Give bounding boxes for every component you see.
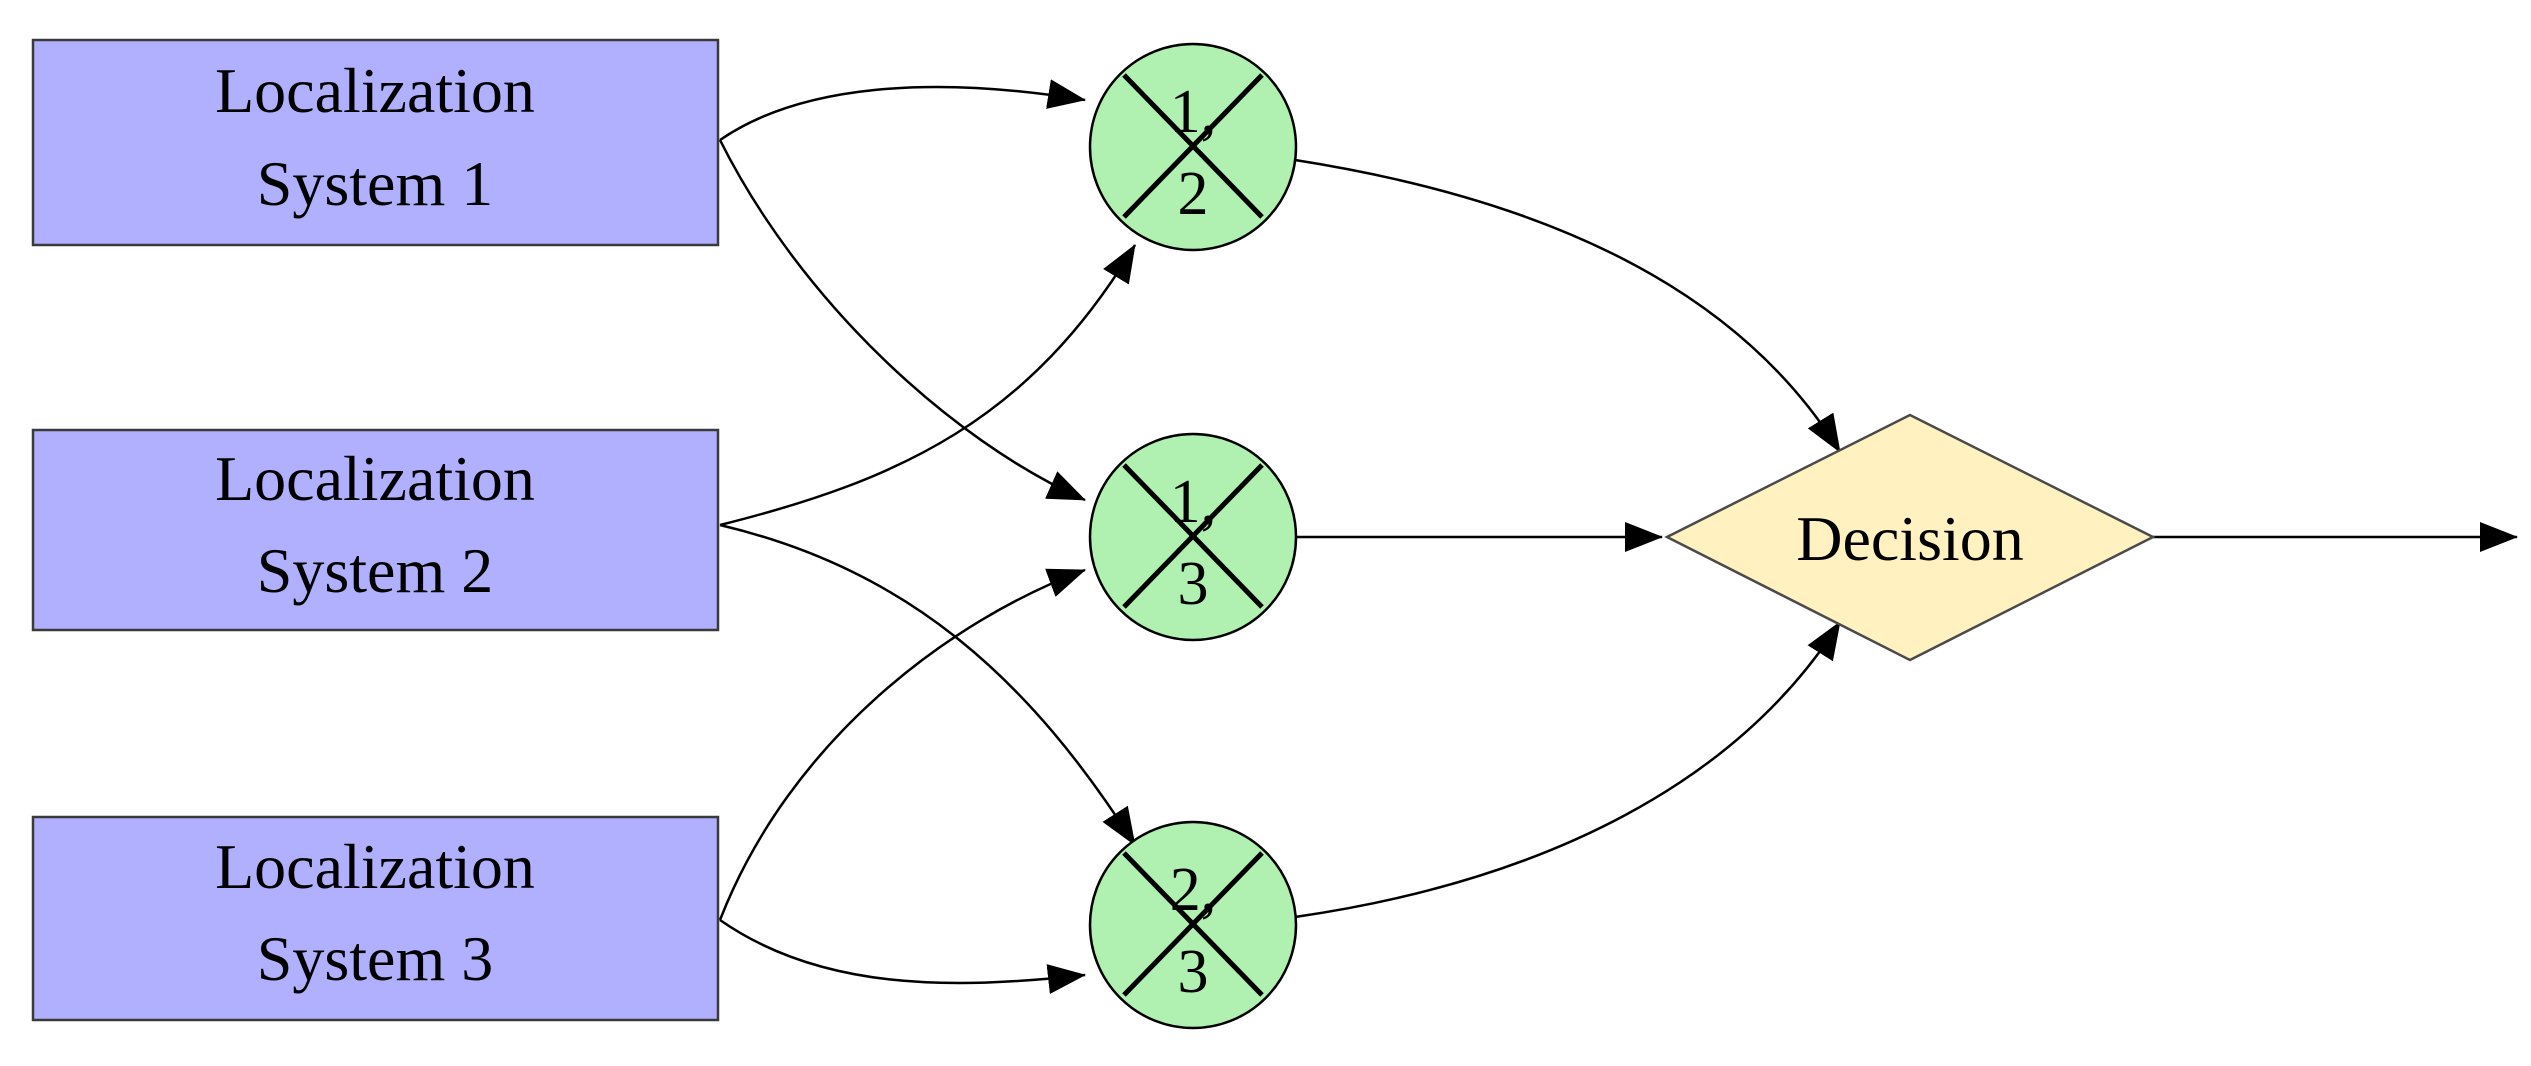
arrow-fusion23-to-decision bbox=[1294, 621, 1842, 919]
fusion-node-1-2: 1, 2 bbox=[1088, 42, 1298, 252]
fusion-node-2-3-bottom: 3 bbox=[1178, 938, 1209, 1006]
system-3-line1: Localization bbox=[215, 831, 535, 902]
fusion-node-2-3-top: 2, bbox=[1170, 856, 1217, 924]
arrow-system1-to-fusion12 bbox=[719, 79, 1086, 142]
fusion-node-1-2-bottom: 2 bbox=[1178, 160, 1209, 228]
fusion-node-1-3: 1, 3 bbox=[1088, 432, 1298, 642]
fusion-node-2-3: 2, 3 bbox=[1088, 820, 1298, 1030]
system-2-line1: Localization bbox=[215, 443, 535, 514]
system-1-line1: Localization bbox=[215, 55, 535, 126]
decision-node: Decision bbox=[1664, 413, 2156, 662]
arrow-fusion12-to-decision bbox=[1294, 158, 1842, 453]
arrow-system2-to-fusion12 bbox=[719, 244, 1137, 527]
system-2-line2: System 2 bbox=[257, 535, 493, 606]
arrow-system2-to-fusion23 bbox=[719, 523, 1137, 846]
arrow-system3-to-fusion23 bbox=[719, 918, 1086, 994]
fusion-node-1-3-bottom: 3 bbox=[1178, 550, 1209, 618]
system-3-line2: System 3 bbox=[257, 923, 493, 994]
system-box-1: Localization System 1 bbox=[31, 38, 720, 247]
arrow-system1-to-fusion13 bbox=[718, 139, 1086, 502]
decision-label: Decision bbox=[1796, 503, 2024, 574]
fusion-node-1-2-top: 1, bbox=[1170, 78, 1217, 146]
arrow-system3-to-fusion13 bbox=[718, 568, 1086, 921]
system-1-line2: System 1 bbox=[257, 148, 493, 219]
system-box-2: Localization System 2 bbox=[31, 428, 720, 632]
system-box-3: Localization System 3 bbox=[31, 815, 720, 1022]
fusion-node-1-3-top: 1, bbox=[1170, 468, 1217, 536]
